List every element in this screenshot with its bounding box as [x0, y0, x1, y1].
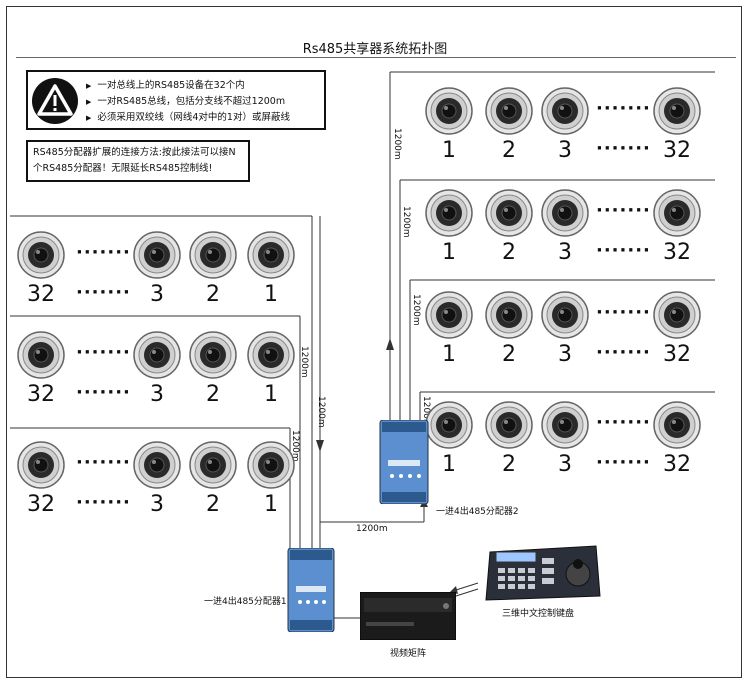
ellipsis-dots: ·······: [76, 242, 131, 263]
distance-label: 1200m: [316, 396, 326, 428]
ellipsis-dots: ·······: [596, 412, 651, 433]
ellipsis-dots: ·······: [596, 342, 651, 363]
camera-icon: [16, 330, 66, 384]
camera-number: 1: [442, 452, 456, 477]
camera-icon: [652, 290, 702, 344]
warning-box: 一对总线上的RS485设备在32个内 一对RS485总线，包括分支线不超过120…: [26, 70, 326, 130]
camera-icon: [132, 330, 182, 384]
camera-icon: [188, 330, 238, 384]
camera-icon: [540, 188, 590, 242]
camera-number: 1: [264, 282, 278, 307]
ellipsis-dots: ·······: [76, 452, 131, 473]
diagram-title: Rs485共享器系统拓扑图: [302, 42, 448, 57]
distance-label: 1200m: [401, 206, 411, 238]
splitter-2-label: 一进4出485分配器2: [436, 507, 519, 517]
camera-icon: [652, 400, 702, 454]
camera-icon: [424, 400, 474, 454]
ellipsis-dots: ·······: [76, 342, 131, 363]
camera-icon: [188, 440, 238, 494]
camera-icon: [16, 230, 66, 284]
distance-label: 1200m: [356, 524, 388, 534]
camera-number: 32: [27, 492, 55, 517]
camera-icon: [188, 230, 238, 284]
camera-number: 32: [27, 382, 55, 407]
ellipsis-dots: ·······: [76, 282, 131, 303]
camera-number: 1: [442, 240, 456, 265]
camera-number: 3: [150, 382, 164, 407]
camera-number: 3: [558, 452, 572, 477]
camera-number: 32: [663, 452, 691, 477]
splitter-1-label: 一进4出485分配器1: [204, 597, 287, 607]
camera-number: 2: [502, 240, 516, 265]
ellipsis-dots: ·······: [596, 302, 651, 323]
ellipsis-dots: ·······: [596, 98, 651, 119]
camera-number: 3: [558, 138, 572, 163]
ellipsis-dots: ·······: [596, 240, 651, 261]
camera-number: 1: [442, 138, 456, 163]
diagram-frame: [6, 6, 742, 678]
camera-number: 1: [264, 492, 278, 517]
camera-icon: [484, 290, 534, 344]
ellipsis-dots: ·······: [76, 492, 131, 513]
distance-label: 1200m: [299, 346, 309, 378]
camera-number: 32: [663, 342, 691, 367]
camera-number: 1: [442, 342, 456, 367]
camera-icon: [132, 440, 182, 494]
camera-icon: [424, 188, 474, 242]
camera-number: 3: [558, 240, 572, 265]
camera-number: 2: [206, 382, 220, 407]
matrix-label: 视频矩阵: [390, 649, 427, 659]
camera-icon: [484, 188, 534, 242]
camera-icon: [540, 290, 590, 344]
camera-icon: [16, 440, 66, 494]
warning-line-2: 一对RS485总线，包括分支线不超过1200m: [86, 94, 290, 110]
warning-line-3: 必须采用双绞线（网线4对中的1对）或屏蔽线: [86, 110, 290, 126]
warning-line-1: 一对总线上的RS485设备在32个内: [86, 78, 290, 94]
expansion-note: RS485分配器扩展的连接方法:按此接法可以接N个RS485分配器！无限延长RS…: [26, 140, 250, 182]
camera-number: 2: [502, 138, 516, 163]
camera-number: 2: [206, 492, 220, 517]
ellipsis-dots: ·······: [596, 200, 651, 221]
camera-number: 2: [502, 342, 516, 367]
camera-icon: [424, 290, 474, 344]
camera-number: 32: [663, 240, 691, 265]
camera-number: 2: [206, 282, 220, 307]
camera-icon: [424, 86, 474, 140]
ellipsis-dots: ·······: [596, 138, 651, 159]
splitter-1: [286, 547, 336, 633]
camera-icon: [132, 230, 182, 284]
camera-icon: [540, 86, 590, 140]
camera-number: 1: [264, 382, 278, 407]
keyboard-label: 三维中文控制键盘: [502, 609, 575, 619]
camera-number: 3: [150, 282, 164, 307]
camera-number: 3: [558, 342, 572, 367]
splitter-2: [378, 419, 430, 505]
warning-icon: [32, 78, 78, 124]
control-keyboard: [484, 538, 602, 602]
camera-icon: [484, 86, 534, 140]
video-matrix: [359, 591, 457, 641]
distance-label: 1200m: [411, 294, 421, 326]
camera-number: 32: [663, 138, 691, 163]
warning-list: 一对总线上的RS485设备在32个内 一对RS485总线，包括分支线不超过120…: [86, 78, 290, 126]
ellipsis-dots: ·······: [76, 382, 131, 403]
title-rule: [16, 57, 736, 58]
distance-label: 1200m: [392, 128, 402, 160]
camera-number: 32: [27, 282, 55, 307]
camera-icon: [246, 330, 296, 384]
camera-icon: [246, 230, 296, 284]
camera-icon: [540, 400, 590, 454]
ellipsis-dots: ·······: [596, 452, 651, 473]
camera-number: 2: [502, 452, 516, 477]
camera-number: 3: [150, 492, 164, 517]
camera-icon: [484, 400, 534, 454]
camera-icon: [246, 440, 296, 494]
camera-icon: [652, 86, 702, 140]
camera-icon: [652, 188, 702, 242]
